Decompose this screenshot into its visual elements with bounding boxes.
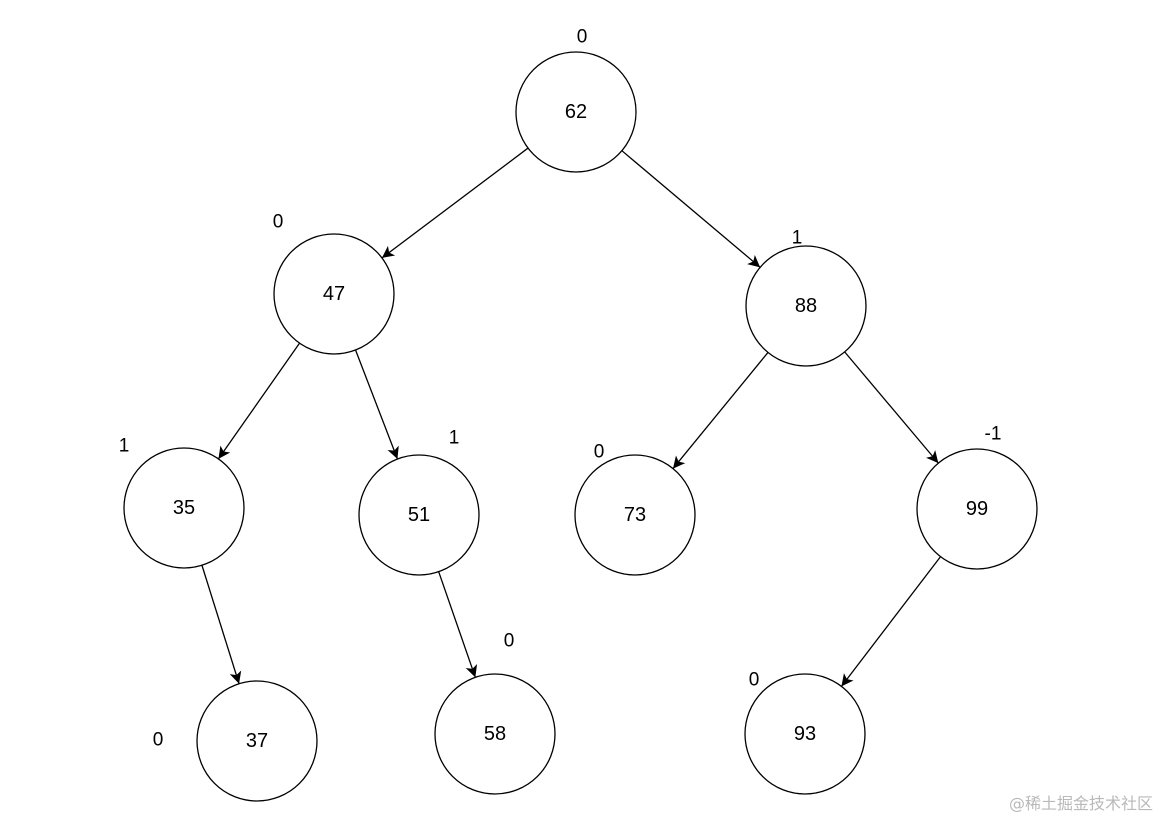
node-value-label: 58 [484,723,506,745]
balance-factor-label-58: 0 [504,631,515,652]
balance-factor-label-93: 0 [749,670,760,691]
edge-88-to-73 [672,352,769,469]
node-value-label: 37 [246,730,268,752]
node-value-label: 88 [795,295,817,317]
balance-factor-label-47: 0 [273,212,284,233]
node-circle [273,233,395,355]
balance-factor-label-88: 1 [792,228,803,249]
edge-99-to-93 [840,556,942,687]
edge-35-to-37 [201,565,242,684]
tree-node-93: 93 [744,673,866,795]
node-circle [916,448,1038,570]
tree-node-62: 62 [515,51,637,173]
edge-62-to-88 [621,150,761,268]
edges-layer [201,147,942,687]
node-circle [515,51,637,173]
edge-88-to-99 [844,351,939,464]
balance-factor-label-37: 0 [153,730,164,751]
edge-47-to-35 [217,342,301,460]
tree-node-99: 99 [916,448,1038,570]
edge-47-to-51 [354,349,399,460]
tree-node-88: 88 [745,245,867,367]
edge-51-to-58 [438,571,478,678]
node-value-label: 47 [323,283,345,305]
node-value-label: 93 [794,723,816,745]
balance-factor-label-35: 1 [119,436,130,457]
tree-node-35: 35 [123,447,245,569]
watermark-text: @稀土掘金技术社区 [1008,794,1153,813]
node-circle [744,673,866,795]
node-circle [434,673,556,795]
node-value-label: 51 [408,504,430,526]
balance-factor-label-51: 1 [449,428,460,449]
tree-node-47: 47 [273,233,395,355]
balance-factor-label-99: -1 [985,424,1002,445]
edge-62-to-47 [381,147,529,259]
tree-node-58: 58 [434,673,556,795]
node-value-label: 73 [624,504,646,526]
node-circle [574,454,696,576]
node-circle [123,447,245,569]
node-value-label: 99 [966,498,988,520]
tree-node-51: 51 [358,454,480,576]
node-value-label: 62 [565,101,587,123]
node-circle [196,680,318,802]
balance-factor-label-73: 0 [594,442,605,463]
balance-labels-layer: 0 0 1 1 1 0 -1 0 0 0 [119,27,1002,751]
nodes-layer: 62 47 88 35 51 73 99 37 58 93 [123,51,1038,802]
tree-node-37: 37 [196,680,318,802]
balance-factor-label-62: 0 [577,27,588,48]
tree-node-73: 73 [574,454,696,576]
node-circle [745,245,867,367]
node-circle [358,454,480,576]
node-value-label: 35 [173,497,195,519]
